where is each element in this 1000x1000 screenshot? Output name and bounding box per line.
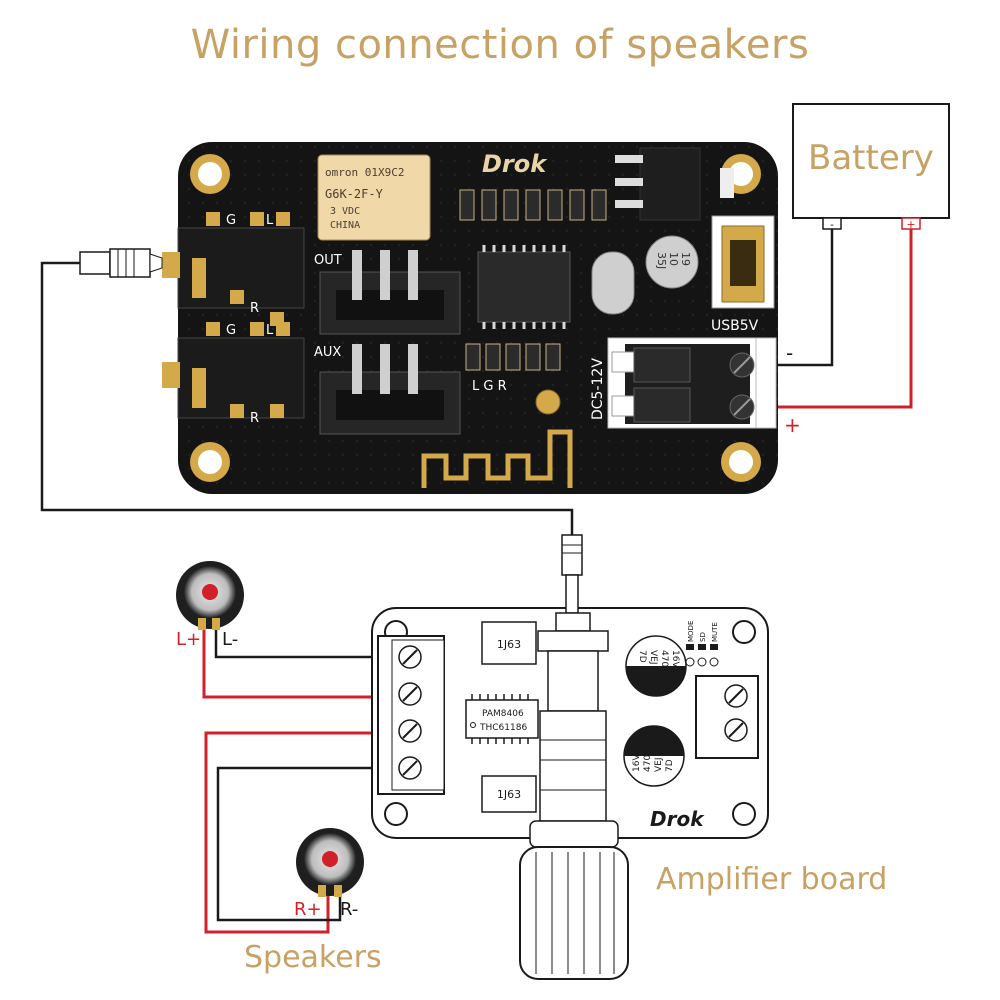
battery-positive-marker: + (906, 218, 915, 231)
left-speaker-positive-label: L+ (176, 629, 201, 650)
bt-board-brand: Drok (482, 150, 548, 178)
right-speaker-positive-label: R+ (294, 899, 322, 920)
bt-cap-text-2: 10 (667, 252, 680, 266)
amp-cap2-l1: 7D (665, 759, 675, 772)
lgr-label: L G R (472, 379, 507, 394)
right-speaker-negative-wire (216, 766, 406, 922)
amp-ic-top: 1J63 (481, 621, 537, 665)
pin-header-top (319, 250, 461, 335)
amp-cap1-l2: VEJ (648, 650, 658, 665)
battery-label: Battery (808, 138, 934, 178)
bluetooth-chip (477, 245, 571, 329)
out-jack-g: G (226, 213, 236, 228)
relay-text-2: G6K-2F-Y (325, 187, 384, 201)
left-speaker-positive-wire (202, 628, 406, 699)
bt-cap-text-1: 19 (679, 252, 692, 266)
micro-usb-port (711, 215, 775, 309)
right-speaker-negative-label: R- (340, 899, 358, 920)
smd-components (459, 189, 607, 221)
bt-cap-text-3: 35J (655, 252, 668, 269)
amp-capacitor-top: 7D VEJ 470 16V (625, 635, 687, 697)
relay-text-3: 3 VDC (330, 206, 360, 217)
left-speaker (176, 561, 244, 630)
amp-ic-bottom-label: 1J63 (497, 788, 521, 801)
amp-ic-top-label: 1J63 (497, 638, 521, 651)
wires (40, 225, 913, 934)
amp-cap1-l3: 470 (659, 650, 669, 667)
out-audio-jack (162, 212, 305, 326)
amp-ic-bottom: 1J63 (481, 775, 537, 813)
audio-cable (40, 261, 574, 535)
antenna-connector (535, 389, 561, 415)
mode-label: MODE (687, 621, 695, 642)
amp-capacitor-bottom: 7D VEJ 470 16V (623, 725, 685, 787)
amp-chip-line-2: THC61186 (479, 723, 527, 733)
bluetooth-receiver-board: omron 01X9C2 G6K-2F-Y 3 VDC CHINA Drok (162, 142, 801, 494)
relay: omron 01X9C2 G6K-2F-Y 3 VDC CHINA (317, 154, 431, 241)
relay-text-1: omron 01X9C2 (325, 166, 404, 179)
amp-chip: PAM8406 THC61186 (465, 694, 539, 744)
mute-label: MUTE (711, 622, 719, 642)
pcb-antenna (421, 429, 573, 488)
smd-row-2 (465, 343, 561, 371)
amp-power-terminal (695, 675, 759, 759)
aux-jack-l: L (266, 323, 274, 338)
amp-cap1-l4: 16V (670, 650, 680, 668)
out-jack-l: L (266, 213, 274, 228)
usb-label: USB5V (711, 318, 759, 334)
power-minus-label: - (786, 341, 793, 365)
amp-chip-line-1: PAM8406 (482, 709, 524, 719)
amp-cap2-l4: 16V (632, 754, 642, 772)
amp-cap2-l3: 470 (643, 755, 653, 772)
crystal-oscillator (591, 251, 635, 315)
diagram-title: Wiring connection of speakers (190, 22, 810, 68)
voltage-regulator (615, 147, 734, 221)
aux-jack-g: G (226, 323, 236, 338)
battery: - + (792, 103, 950, 231)
left-speaker-negative-wire (214, 628, 406, 659)
volume-knob (519, 534, 629, 980)
amplifier-board-label: Amplifier board (656, 862, 888, 897)
left-speaker-negative-label: L- (222, 629, 238, 650)
aux-cable-plug-top (79, 248, 163, 278)
aux-jack-r: R (250, 411, 259, 426)
speaker-terminal-block (377, 635, 445, 795)
sd-label: SD (699, 632, 707, 642)
out-jack-r: R (250, 301, 259, 316)
right-speaker (296, 828, 364, 897)
speakers-label: Speakers (244, 940, 382, 975)
battery-positive-wire (755, 225, 913, 409)
relay-text-4: CHINA (330, 220, 360, 231)
amp-cap1-l1: 7D (637, 650, 647, 663)
out-label: OUT (314, 253, 342, 268)
battery-negative-wire (755, 225, 834, 367)
amp-board-brand: Drok (650, 807, 705, 831)
aux-audio-jack (162, 322, 305, 419)
battery-negative-marker: - (830, 218, 834, 231)
dc-voltage-label: DC5-12V (590, 358, 606, 420)
power-plus-label: + (784, 413, 801, 437)
bt-board-capacitor: 19 10 35J (645, 235, 699, 289)
power-terminal-block (607, 337, 777, 429)
pin-header-bottom (319, 344, 461, 435)
amp-cap2-l2: VEJ (654, 758, 664, 773)
mode-pins: MODE SD MUTE (685, 621, 719, 667)
aux-label: AUX (314, 345, 341, 360)
